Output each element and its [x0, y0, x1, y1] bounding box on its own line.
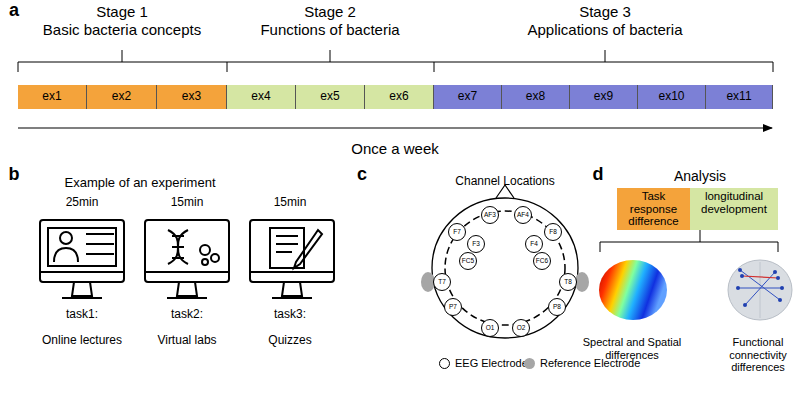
eeg-electrode: T7 — [433, 273, 451, 291]
experiment-box: ex6 — [365, 85, 434, 109]
eeg-electrode: F4 — [525, 235, 543, 253]
time-arrow — [18, 127, 772, 128]
head-outline — [432, 185, 578, 338]
node-text: F3 — [472, 240, 480, 247]
eeg-electrode: O2 — [512, 319, 530, 337]
annotation-text: Quizzes — [230, 334, 350, 348]
node-text: P8 — [553, 303, 561, 310]
node-text: F7 — [453, 228, 461, 235]
node-text: AF4 — [517, 211, 529, 218]
eeg-electrode: F8 — [544, 223, 562, 241]
eeg-electrode: T8 — [559, 273, 577, 291]
node-text: ex1 — [42, 90, 61, 103]
annotation-text: Basic bacteria concepts — [12, 21, 232, 38]
eeg-electrode: AF3 — [481, 206, 499, 224]
eeg-electrode: FC6 — [533, 252, 551, 270]
annotation-text: Analysis — [650, 168, 750, 184]
node-text: O2 — [517, 324, 526, 331]
eeg-electrode: F3 — [467, 235, 485, 253]
node-text: ex3 — [182, 90, 201, 103]
annotation-text: Stage 2 — [230, 3, 430, 20]
experiment-box: ex8 — [502, 85, 570, 109]
node-text: ex5 — [320, 90, 339, 103]
experiment-box: ex11 — [706, 85, 773, 109]
node-text: Task response difference — [619, 190, 688, 228]
node-text: ex9 — [594, 90, 613, 103]
node-text: FC5 — [462, 257, 474, 264]
node-text: ex4 — [251, 90, 270, 103]
node-text: AF3 — [484, 211, 496, 218]
eeg-electrode: FC5 — [459, 252, 477, 270]
experiment-box: ex4 — [227, 85, 296, 109]
node-text: T8 — [564, 278, 572, 285]
analysis-bracket — [600, 230, 778, 252]
annotation-text: Once a week — [315, 140, 475, 157]
annotation-text: Stage 3 — [475, 3, 735, 20]
legend-swatch — [524, 358, 535, 369]
experiment-box: ex2 — [87, 85, 157, 109]
node-text: ex7 — [458, 90, 477, 103]
node-text: FC6 — [536, 257, 548, 264]
node-text: T7 — [438, 278, 446, 285]
annotation-text: Functional connectivity differences — [713, 336, 800, 374]
eeg-electrode: P7 — [444, 298, 462, 316]
analysis-box: longitudinal development — [690, 188, 778, 230]
annotation-text: task3: — [245, 308, 335, 322]
annotation-text: Stage 1 — [12, 3, 232, 20]
node-text: ex10 — [658, 90, 684, 103]
eeg-electrode: P8 — [548, 298, 566, 316]
annotation-text: Functions of bacteria — [230, 21, 430, 38]
panel-letter: b — [4, 164, 24, 185]
annotation-text: 25min — [52, 196, 112, 210]
node-text: ex11 — [726, 90, 751, 103]
experiment-box: ex1 — [18, 85, 87, 109]
eeg-electrode: AF4 — [514, 206, 532, 224]
annotation-text: Example of an experiment — [30, 176, 250, 191]
topography-map — [599, 260, 667, 320]
annotation-text: task2: — [142, 308, 232, 322]
legend-swatch — [439, 358, 450, 369]
monitor-icon — [40, 220, 124, 298]
experiment-box: ex5 — [296, 85, 365, 109]
reference-electrode — [575, 272, 589, 292]
experiment-box: ex3 — [157, 85, 227, 109]
experiment-box: ex9 — [570, 85, 638, 109]
analysis-box: Task response difference — [617, 188, 690, 230]
stage-bracket — [18, 50, 773, 72]
panel-letter: d — [588, 164, 608, 185]
monitor-icon — [250, 220, 334, 298]
panel-letter: a — [4, 0, 24, 21]
annotation-text: Virtual labs — [127, 334, 247, 348]
legend-text: Reference Electrode — [540, 357, 640, 369]
legend-text: EEG Electrode — [455, 357, 528, 369]
annotation-text: Online lectures — [22, 334, 142, 348]
node-text: ex2 — [112, 90, 131, 103]
panel-letter: c — [352, 164, 372, 185]
node-text: P7 — [449, 303, 457, 310]
annotation-text: 15min — [260, 196, 320, 210]
brain-connectivity — [728, 260, 792, 320]
annotation-text: Channel Locations — [425, 175, 585, 189]
node-text: F8 — [549, 228, 557, 235]
annotation-text: Applications of bacteria — [475, 21, 735, 38]
node-text: longitudinal development — [692, 190, 776, 215]
node-text: ex8 — [526, 90, 545, 103]
experiment-box: ex7 — [434, 85, 502, 109]
monitor-icon — [145, 220, 229, 298]
node-text: ex6 — [389, 90, 408, 103]
eeg-electrode: F7 — [448, 223, 466, 241]
annotation-text: 15min — [157, 196, 217, 210]
node-text: F4 — [530, 240, 538, 247]
node-text: O1 — [486, 324, 495, 331]
eeg-electrode: O1 — [481, 319, 499, 337]
experiment-box: ex10 — [638, 85, 706, 109]
annotation-text: task1: — [37, 308, 127, 322]
